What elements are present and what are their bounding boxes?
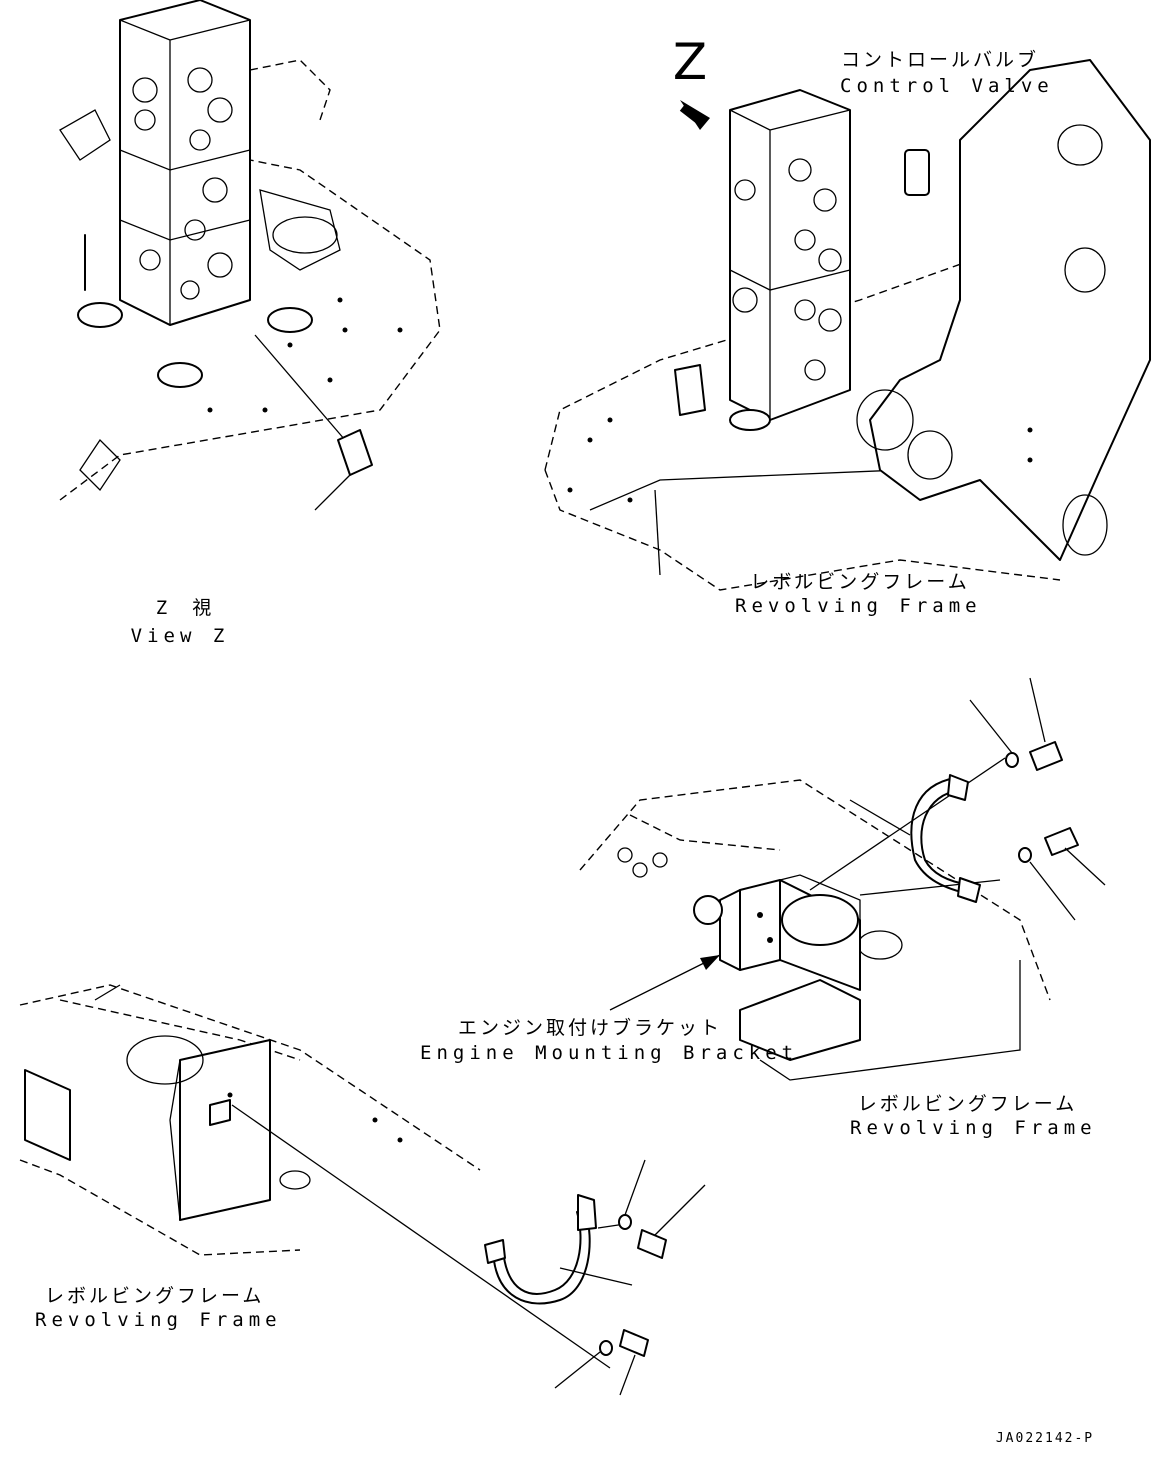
revolving-frame-bottom-label-jp: レボルビングフレーム	[45, 1285, 265, 1307]
engine-bracket-label-jp: エンジン取付けブラケット	[457, 1017, 722, 1039]
drawing-number: JA022142-P	[995, 1431, 1095, 1446]
control-valve-label-en: Control Valve	[840, 75, 1054, 97]
z-arrow-marker: Z	[672, 33, 708, 91]
view-z-label-jp: Z 視	[155, 597, 215, 619]
revolving-frame-top-label-en: Revolving Frame	[735, 595, 982, 617]
revolving-frame-top-label-jp: レボルビングフレーム	[750, 571, 970, 593]
control-valve-illustration	[544, 59, 1151, 591]
view-z-label-en: View Z	[130, 625, 230, 647]
engine-bracket-label-en: Engine Mounting Bracket	[420, 1042, 799, 1064]
control-valve-label-jp: コントロールバルブ	[840, 49, 1039, 71]
revolving-frame-mid-label-jp: レボルビングフレーム	[857, 1093, 1078, 1115]
view-z-illustration	[59, 0, 441, 511]
bottom-frame-illustration	[19, 984, 706, 1396]
revolving-frame-bottom-label-en: Revolving Frame	[35, 1309, 282, 1331]
engine-bracket-illustration	[579, 677, 1106, 1081]
revolving-frame-mid-label-en: Revolving Frame	[850, 1117, 1097, 1139]
